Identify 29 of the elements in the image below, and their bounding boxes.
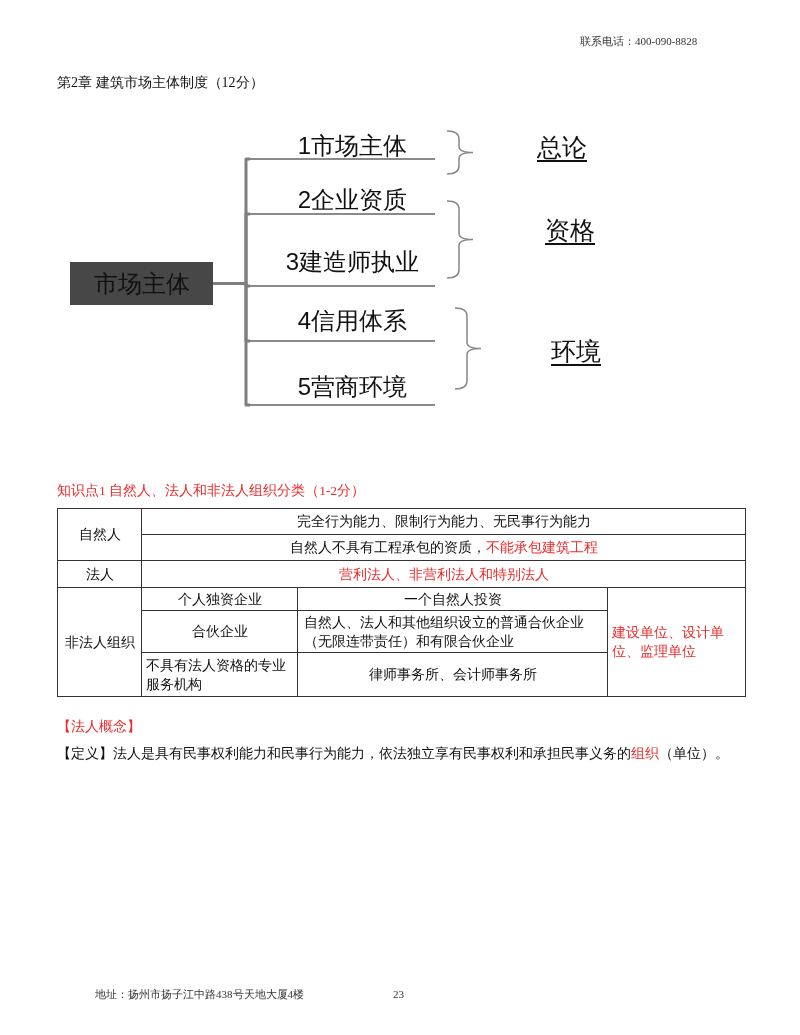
table-cell: 完全行为能力、限制行为能力、无民事行为能力 <box>141 508 746 535</box>
table-cell: 自然人不具有工程承包的资质，不能承包建筑工程 <box>141 534 746 561</box>
table-cell: 合伙企业 <box>141 610 298 653</box>
address-text: 地址：扬州市扬子江中路438号天地大厦4楼 <box>95 987 304 1001</box>
table-cell: 自然人 <box>57 508 142 561</box>
table-cell: 营利法人、非营利法人和特别法人 <box>141 560 746 588</box>
page-number: 23 <box>393 987 404 1001</box>
table-cell: 一个自然人投资 <box>297 587 608 611</box>
table-cell: 自然人、法人和其他组织设立的普通合伙企业（无限连带责任）和有限合伙企业 <box>297 610 608 653</box>
branch-topic: 4信用体系 <box>250 306 435 342</box>
connector-line <box>213 282 250 407</box>
table-cell: 建设单位、设计单位、监理单位 <box>607 587 746 697</box>
branch-topic: 3建造师执业 <box>250 247 435 287</box>
branch-topic: 2企业资质 <box>250 185 435 215</box>
table-cell: 非法人组织 <box>57 587 142 697</box>
table-cell: 个人独资企业 <box>141 587 298 611</box>
concept-heading: 【法人概念】 <box>57 718 141 736</box>
table-cell: 律师事务所、会计师事务所 <box>297 652 608 697</box>
branch-topic: 5营商环境 <box>250 372 435 406</box>
table-cell: 法人 <box>57 560 142 588</box>
category-label: 资格 <box>545 215 595 246</box>
section-heading: 知识点1 自然人、法人和非法人组织分类（1-2分） <box>57 482 366 500</box>
chapter-title: 第2章 建筑市场主体制度（12分） <box>57 74 264 92</box>
definition-text: 【定义】法人是具有民事权利能力和民事行为能力，依法独立享有民事权利和承担民事义务的组织（单位）。 <box>57 745 729 763</box>
category-label: 总论 <box>537 132 587 163</box>
branch-topic: 1市场主体 <box>250 131 435 160</box>
table-cell: 不具有法人资格的专业服务机构 <box>141 652 298 697</box>
category-label: 环境 <box>551 336 601 367</box>
contact-phone: 联系电话：400-090-8828 <box>580 34 698 48</box>
